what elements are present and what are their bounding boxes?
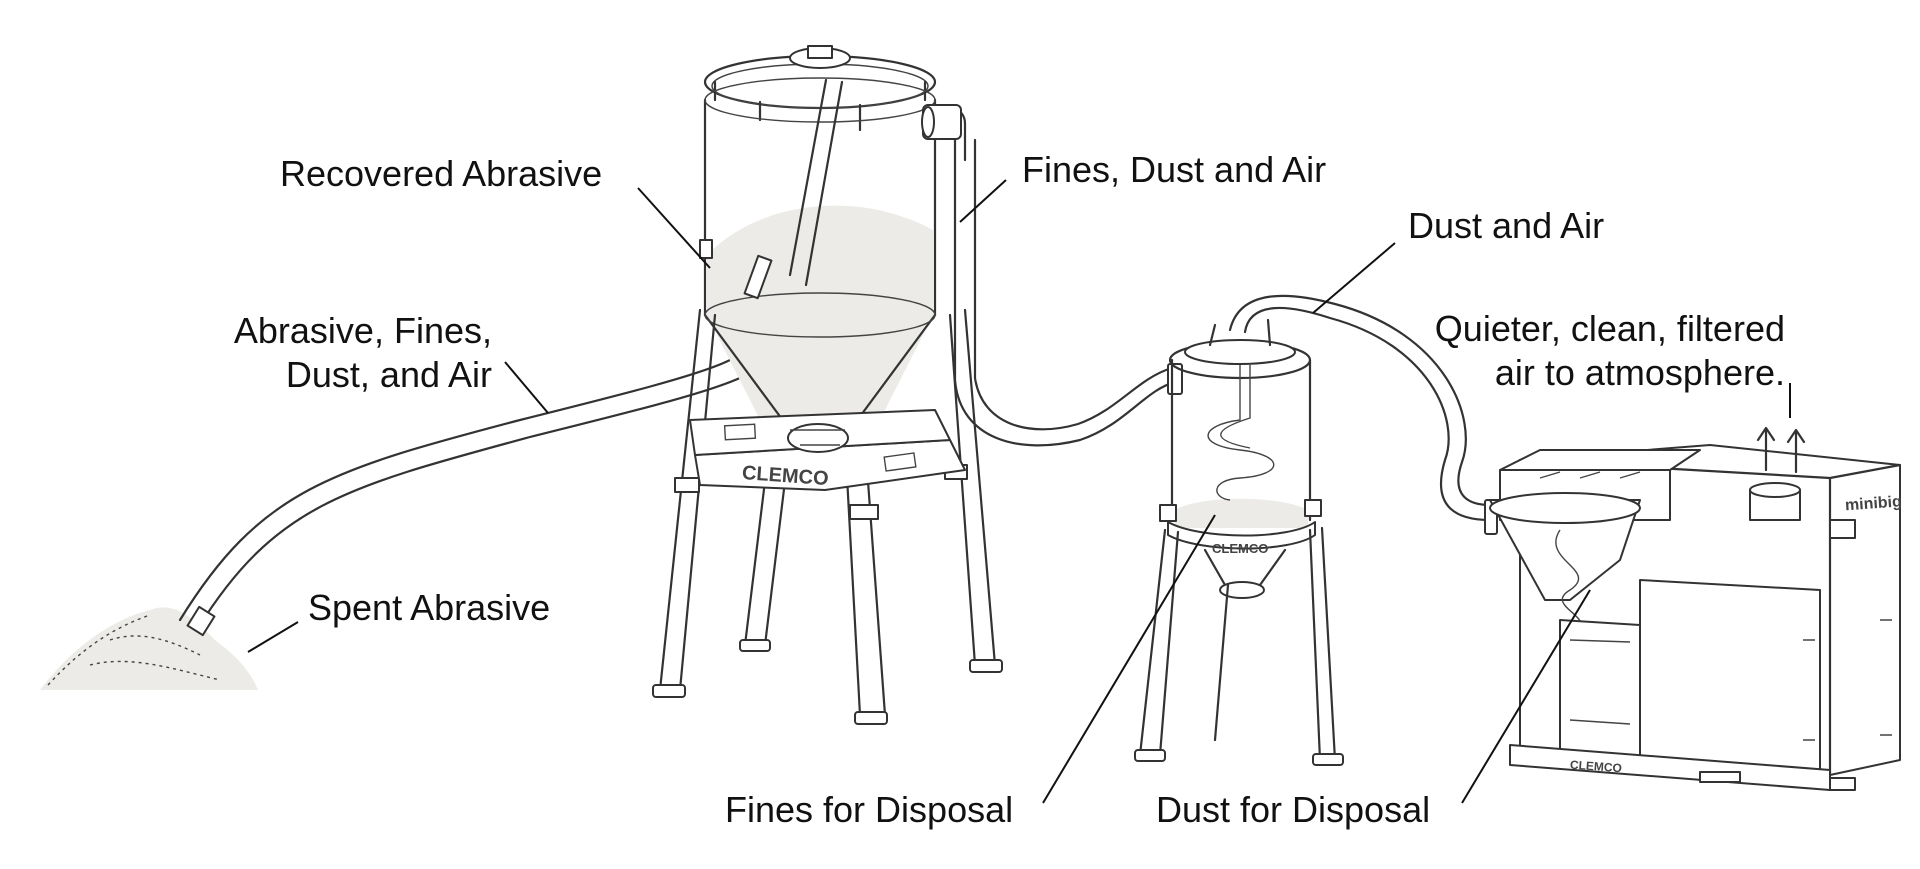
label-quieter-line1: Quieter, clean, filtered	[1434, 308, 1785, 349]
leader-abrasive-fines	[504, 361, 549, 414]
label-abrasive-fines-line1: Abrasive, Fines,	[233, 310, 492, 351]
label-dust-and-air: Dust and Air	[1408, 205, 1605, 246]
label-fines-for-disposal: Fines for Disposal	[725, 789, 1014, 830]
leader-spent-abrasive	[247, 621, 299, 653]
cyclone-reclaimer: CLEMCO	[652, 45, 1003, 725]
label-abrasive-fines-line2: Dust, and Air	[285, 354, 492, 395]
label-abrasive-fines-dust-air: Abrasive, Fines, Dust, and Air	[210, 309, 492, 397]
label-spent-abrasive: Spent Abrasive	[308, 587, 551, 628]
leader-dust-and-air	[1312, 242, 1396, 314]
abrasive-separator: CLEMCO	[1134, 318, 1344, 766]
collector-logo-text: minibig	[1844, 493, 1902, 514]
label-recovered-abrasive: Recovered Abrasive	[280, 153, 603, 194]
dust-collector: minibig CLEMCO	[1489, 426, 1902, 791]
label-quieter-air: Quieter, clean, filtered air to atmosphe…	[1395, 307, 1785, 395]
leader-fines-dust-air	[959, 179, 1007, 223]
dust-hose	[1228, 294, 1498, 535]
leader-lines	[247, 179, 1791, 804]
label-quieter-line2: air to atmosphere.	[1494, 352, 1785, 393]
label-fines-dust-air: Fines, Dust and Air	[1022, 149, 1327, 190]
separator-brand-text: CLEMCO	[1212, 541, 1268, 556]
label-dust-for-disposal: Dust for Disposal	[1156, 789, 1431, 830]
leader-fines-for-disposal	[1042, 514, 1216, 804]
spent-abrasive-pile	[40, 607, 258, 690]
leader-dust-for-disposal	[1461, 589, 1591, 804]
collector-base-brand-text: CLEMCO	[1569, 758, 1622, 776]
leader-recovered-abrasive	[637, 187, 711, 269]
